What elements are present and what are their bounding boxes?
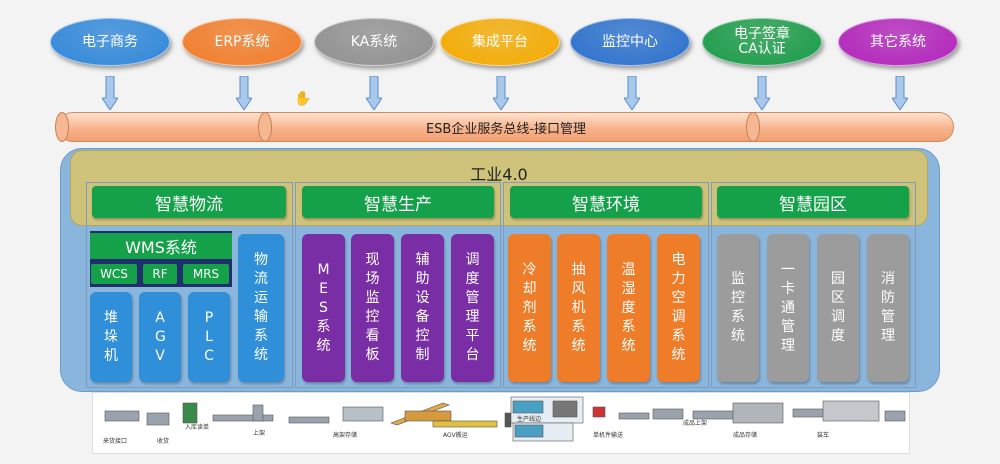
strip-label: 入库读单: [185, 423, 209, 431]
bus-cap-joint: [258, 112, 272, 142]
strip-label: 来货接口: [103, 437, 127, 445]
down-arrow-icon: [366, 76, 382, 110]
production-mes[interactable]: MES系统: [302, 234, 345, 382]
park-dispatch[interactable]: 园区调度: [817, 234, 859, 382]
park-monitoring-system[interactable]: 监控系统: [717, 234, 759, 382]
env-power-ac-system[interactable]: 电力空调系统: [657, 234, 700, 382]
down-arrow-icon: [236, 76, 252, 110]
panel-logistics: [86, 182, 293, 388]
esb-bus[interactable]: ESB企业服务总线-接口管理: [58, 112, 954, 142]
down-arrow-icon: [892, 76, 908, 110]
system-other[interactable]: 其它系统: [838, 18, 958, 66]
env-exhaust-fan-system[interactable]: 抽风机系统: [557, 234, 600, 382]
section-title-environment[interactable]: 智慧环境: [510, 186, 702, 218]
section-title-logistics[interactable]: 智慧物流: [92, 186, 286, 218]
system-ka[interactable]: KA系统: [314, 18, 434, 66]
strip-label: 单机件输送: [593, 431, 623, 439]
bus-cap-joint: [746, 112, 760, 142]
bus-cap-left: [55, 112, 69, 142]
section-title-production[interactable]: 智慧生产: [302, 186, 494, 218]
env-temp-humidity-system[interactable]: 温湿度系统: [607, 234, 650, 382]
strip-label: 成品上架: [683, 419, 707, 427]
wms-title[interactable]: WMS系统: [90, 233, 232, 259]
down-arrow-icon: [624, 76, 640, 110]
wms-module-rf[interactable]: RF: [143, 264, 177, 284]
panel-environment: [503, 182, 709, 388]
system-erp[interactable]: ERP系统: [182, 18, 302, 66]
wms-module-mrs[interactable]: MRS: [183, 264, 229, 284]
down-arrow-icon: [493, 76, 509, 110]
system-ecommerce[interactable]: 电子商务: [50, 18, 170, 66]
process-flow-strip: 来货接口 入库读单 收货 上架 高架存储 AGV搬运 生产线边 单机件输送 成品…: [92, 392, 910, 454]
down-arrow-icon: [102, 76, 118, 110]
panel-park: [711, 182, 916, 388]
system-monitoring-center[interactable]: 监控中心: [570, 18, 690, 66]
panel-production: [295, 182, 501, 388]
strip-label: 高架存储: [333, 431, 357, 439]
industry-title: 工业4.0: [470, 165, 528, 184]
system-ca-certification[interactable]: 电子签章 CA认证: [702, 18, 822, 66]
wms-module-wcs[interactable]: WCS: [91, 264, 137, 284]
strip-label: 装车: [817, 431, 829, 439]
strip-label: 成品存储: [733, 431, 757, 439]
device-agv[interactable]: AGV: [139, 292, 181, 382]
system-integration-platform[interactable]: 集成平台: [440, 18, 560, 66]
strip-label: AGV搬运: [443, 431, 468, 439]
device-stacker[interactable]: 堆垛机: [90, 292, 132, 382]
production-site-monitor-board[interactable]: 现场监控看板: [351, 234, 394, 382]
strip-label: 上架: [253, 429, 265, 437]
park-fire-management[interactable]: 消防管理: [867, 234, 909, 382]
transport-system[interactable]: 物流运输系统: [238, 234, 284, 382]
section-title-park[interactable]: 智慧园区: [717, 186, 909, 218]
down-arrow-icon: [754, 76, 770, 110]
strip-label: 收货: [157, 437, 169, 445]
device-plc[interactable]: PLC: [188, 292, 230, 382]
process-flow-illustration: 来货接口 入库读单 收货 上架 高架存储 AGV搬运 生产线边 单机件输送 成品…: [103, 396, 906, 445]
env-coolant-system[interactable]: 冷却剂系统: [508, 234, 551, 382]
hand-cursor-icon: ✋: [294, 91, 312, 107]
park-card-management[interactable]: 一卡通管理: [767, 234, 809, 382]
production-dispatch-platform[interactable]: 调度管理平台: [451, 234, 494, 382]
production-aux-equipment-control[interactable]: 辅助设备控制: [401, 234, 444, 382]
strip-label: 生产线边: [517, 415, 541, 423]
